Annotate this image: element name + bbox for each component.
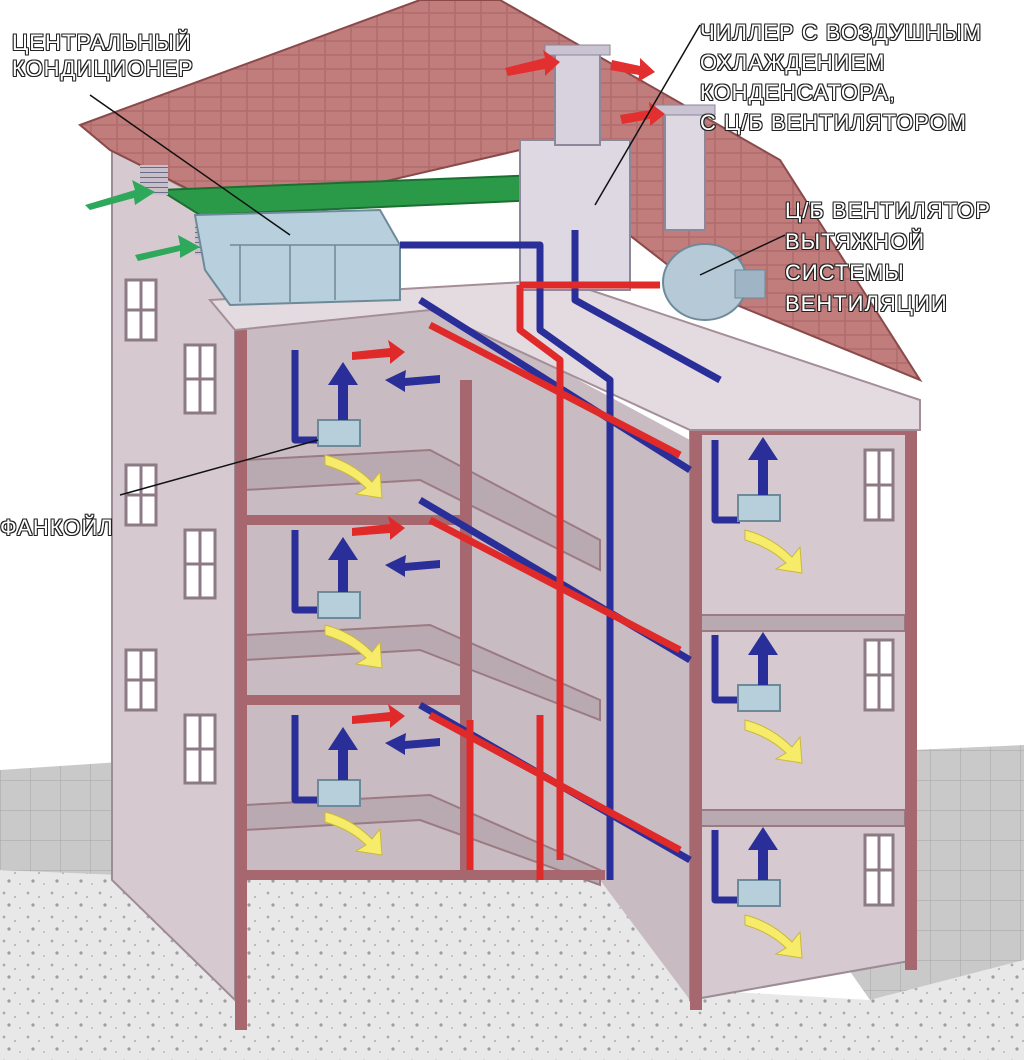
label-exhaust-fan-line3: СИСТЕМЫ xyxy=(785,260,905,285)
room-vent-arrows xyxy=(352,340,440,755)
roof-exhaust-arrows xyxy=(505,50,665,126)
label-central-ac-line1: ЦЕНТРАЛЬНЫЙ xyxy=(12,30,192,55)
label-exhaust-fan-line4: ВЕНТИЛЯЦИИ xyxy=(785,291,948,316)
label-chiller-line3: КОНДЕНСАТОРА, xyxy=(700,80,896,105)
leader-lines xyxy=(89,24,786,496)
label-central-ac-line2: КОНДИЦИОНЕР xyxy=(12,56,194,81)
supply-water-pipes xyxy=(428,281,682,880)
ground-soil xyxy=(0,870,1024,1060)
label-chiller-line2: ОХЛАЖДЕНИЕМ xyxy=(700,50,886,75)
supply-air-arrows xyxy=(328,362,778,880)
intake-arrow-bottom xyxy=(135,235,200,261)
roof-deck xyxy=(207,278,921,431)
label-chiller-line4: С Ц/Б ВЕНТИЛЯТОРОМ xyxy=(700,110,967,135)
label-exhaust-fan: Ц/Б ВЕНТИЛЯТОР ВЫТЯЖНОЙ СИСТЕМЫ ВЕНТИЛЯЦ… xyxy=(785,195,991,319)
label-exhaust-fan-line2: ВЫТЯЖНОЙ xyxy=(785,229,926,254)
label-chiller-line1: ЧИЛЛЕР С ВОЗДУШНЫМ xyxy=(700,20,983,45)
label-central-ac: ЦЕНТРАЛЬНЫЙ КОНДИЦИОНЕР xyxy=(12,30,194,82)
label-fancoil-text: ФАНКОЙЛ xyxy=(0,515,114,540)
room-air-intake-arrows xyxy=(324,454,803,959)
right-windows xyxy=(863,448,895,907)
label-exhaust-fan-line1: Ц/Б ВЕНТИЛЯТОР xyxy=(785,198,991,223)
intake-arrow-top xyxy=(85,180,155,210)
return-water-pipes xyxy=(291,230,740,904)
label-fancoil: ФАНКОЙЛ xyxy=(0,515,114,541)
label-chiller: ЧИЛЛЕР С ВОЗДУШНЫМ ОХЛАЖДЕНИЕМ КОНДЕНСАТ… xyxy=(700,18,982,138)
side-windows xyxy=(124,278,217,785)
central-air-handler xyxy=(193,208,401,307)
